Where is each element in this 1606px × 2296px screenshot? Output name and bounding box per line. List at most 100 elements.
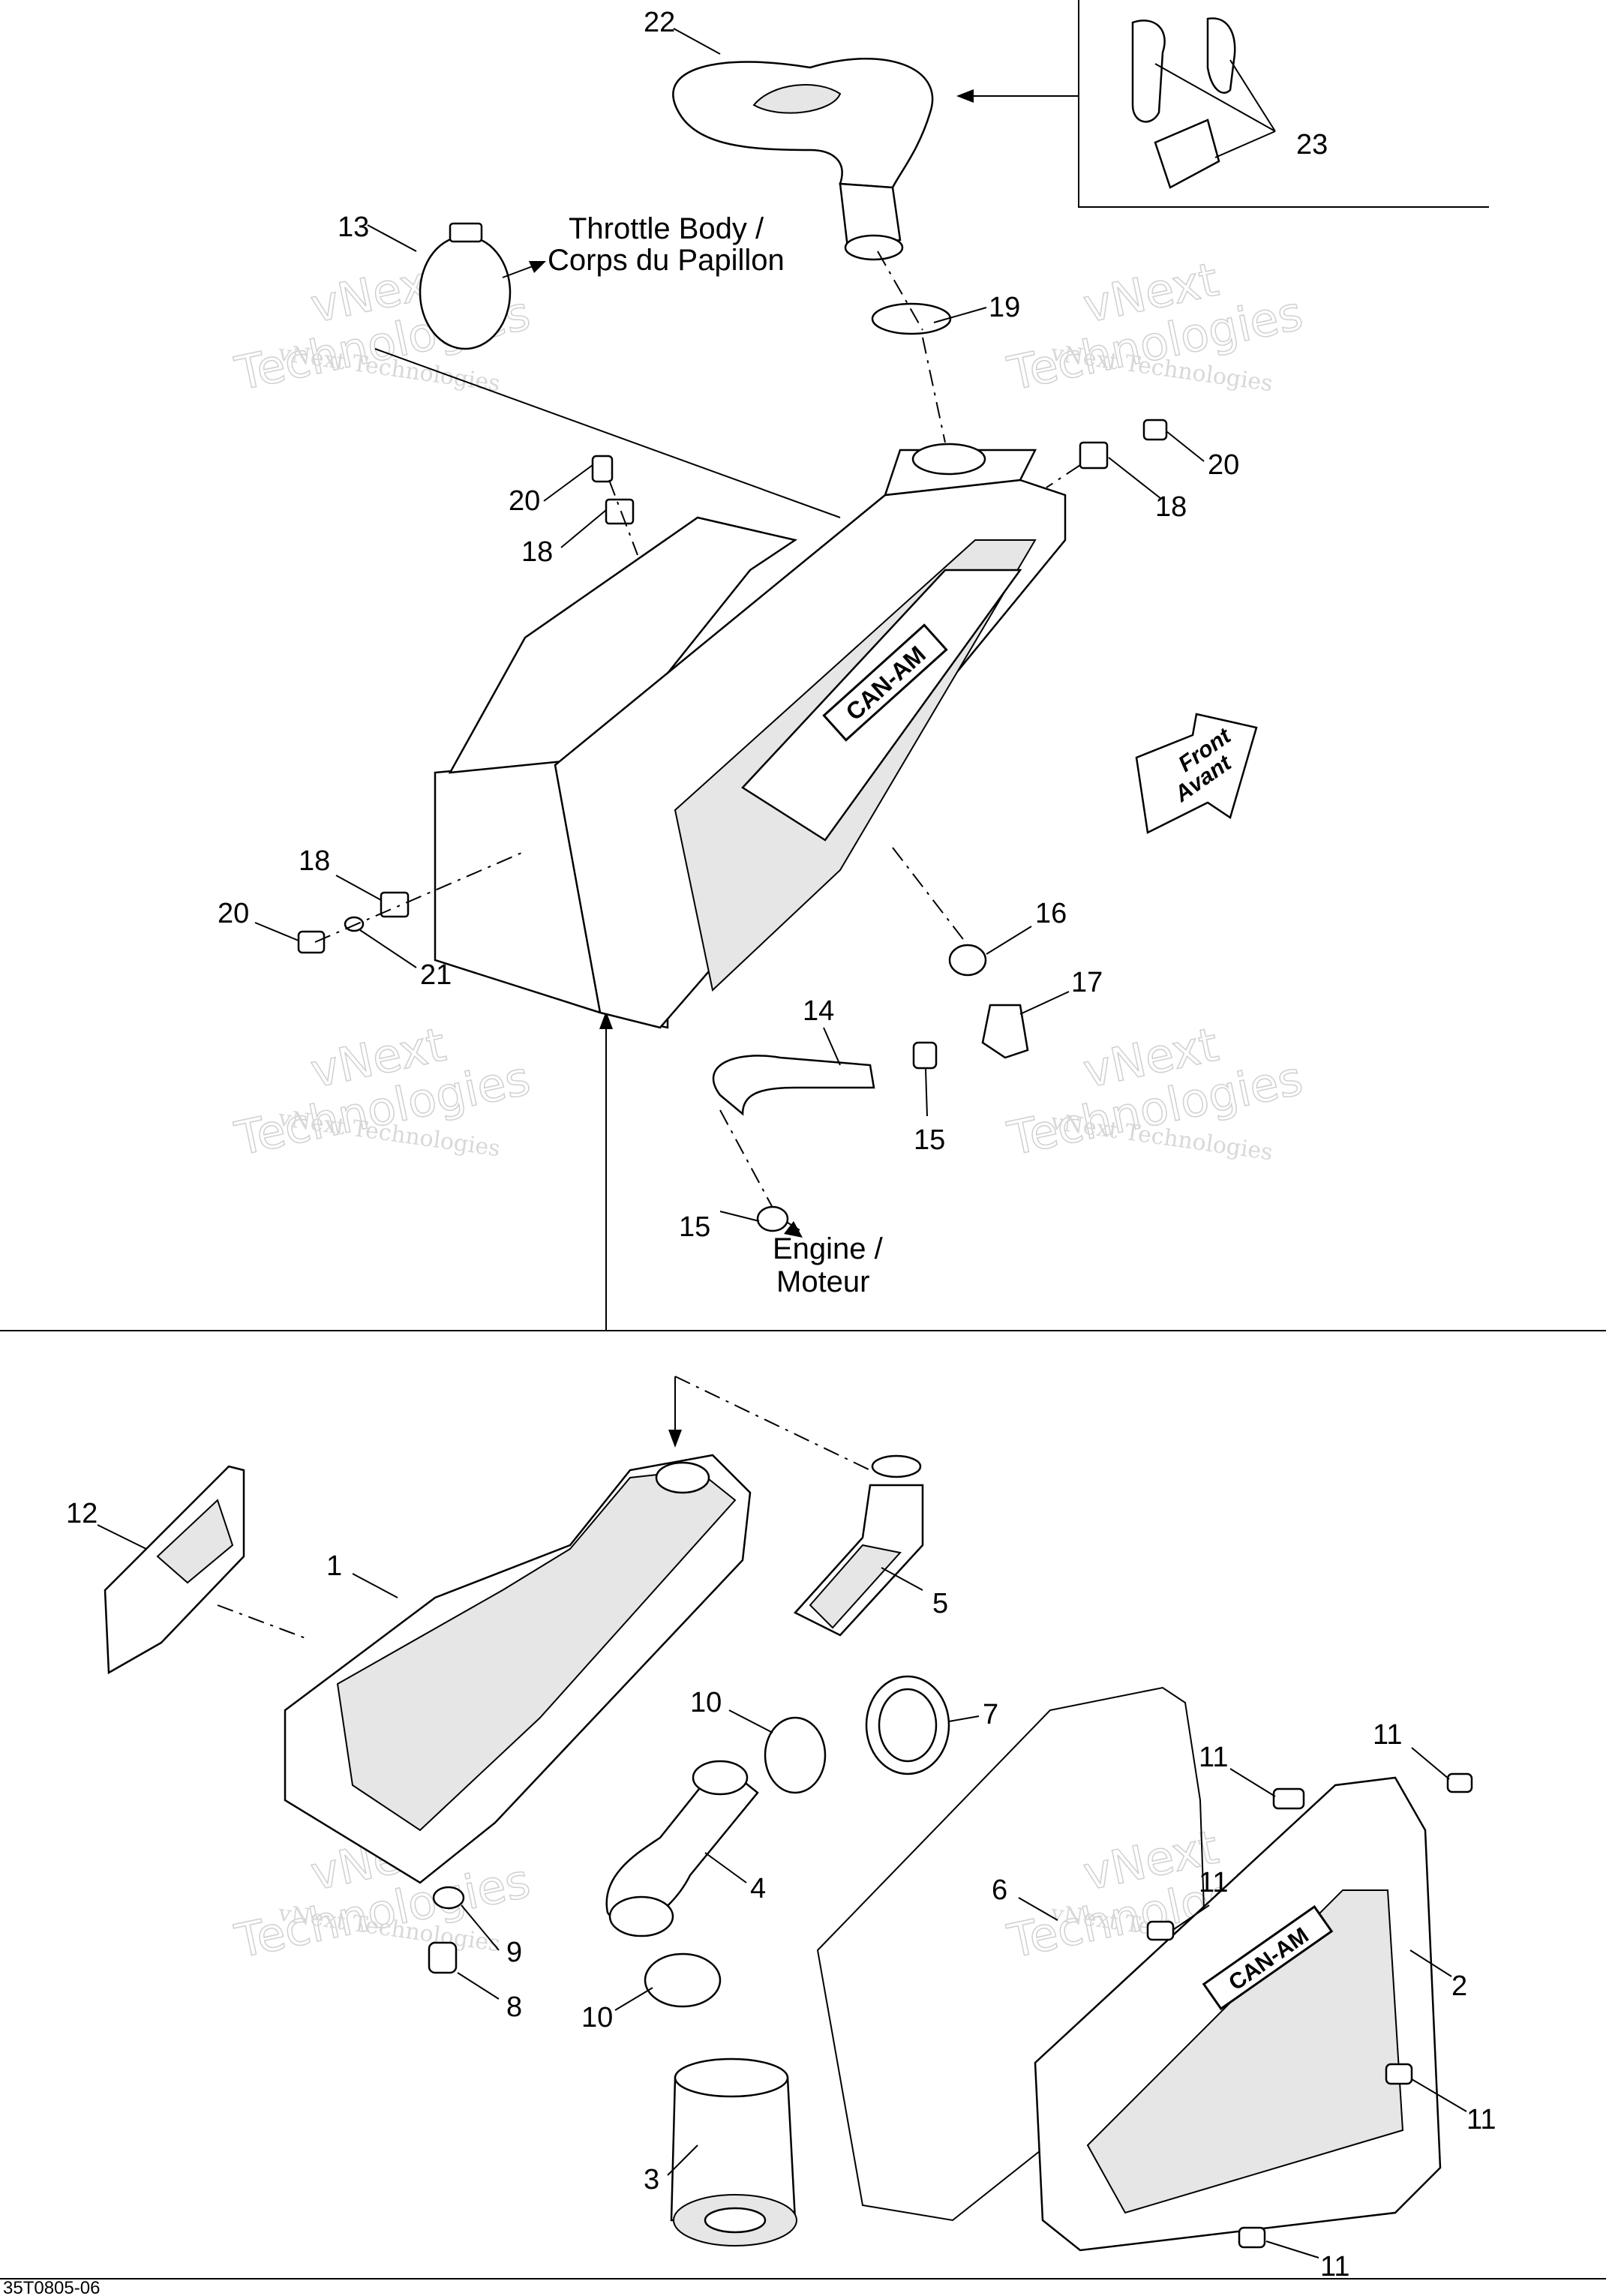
callout-11e: 11 <box>1320 2251 1349 2282</box>
callout-2: 2 <box>1451 1970 1467 2002</box>
arrowhead-22-inset <box>956 89 974 103</box>
note-engine: Engine / <box>773 1232 884 1265</box>
note-moteur: Moteur <box>776 1265 870 1298</box>
leader-lines <box>97 28 1467 2258</box>
part-airbox-assembly <box>434 443 1067 1029</box>
part-20-bolt-c <box>297 930 326 954</box>
part-21-washer <box>344 916 365 932</box>
callout-15b: 15 <box>679 1211 710 1243</box>
part-9-clamp-small <box>432 1886 465 1910</box>
callout-12: 12 <box>66 1498 98 1529</box>
callout-20b: 20 <box>1208 449 1239 481</box>
watermark-mid-right: vNext Technologies vNext Technologies <box>1002 1016 1307 1167</box>
part-16-grommet <box>948 944 987 977</box>
callout-7: 7 <box>983 1699 998 1730</box>
callout-17: 17 <box>1071 967 1103 998</box>
callout-14: 14 <box>803 995 834 1027</box>
part-15-clamp-b <box>756 1205 789 1232</box>
arrowhead-13-throttle <box>529 261 546 273</box>
callout-16: 16 <box>1035 898 1067 929</box>
part-18-nut-c <box>380 891 410 918</box>
axis-18a <box>608 479 638 556</box>
part-18-nut-a <box>605 498 635 525</box>
callout-11c: 11 <box>1199 1867 1228 1898</box>
part-6-gasket <box>816 1686 1209 2222</box>
watermark-mid-left: vNext Technologies vNext Technologies <box>230 1016 535 1167</box>
drawing-code: 35T0805-06 <box>3 2278 100 2296</box>
callout-numbers: 22 23 13 19 20 18 20 18 18 20 21 16 17 1… <box>66 7 1496 2282</box>
part-10-clamp-upper <box>764 1716 827 1794</box>
callout-3: 3 <box>644 2164 659 2195</box>
axis-18b <box>1046 464 1081 488</box>
part-15-clamp-a <box>912 1041 938 1070</box>
connector-arrowhead <box>599 1011 613 1029</box>
callout-19: 19 <box>989 292 1020 323</box>
callout-11d: 11 <box>1466 2104 1496 2135</box>
part-3-air-filter <box>670 2057 797 2246</box>
callout-20a: 20 <box>509 485 540 517</box>
callout-21: 21 <box>420 959 452 991</box>
part-8-cap <box>428 1941 458 1974</box>
part-17-elbow <box>981 1004 1029 1059</box>
arrow-13-throttle <box>502 266 533 278</box>
part-23-seals <box>1131 17 1236 189</box>
part-2-cover <box>1034 1776 1442 2252</box>
callout-10a: 10 <box>690 1687 722 1718</box>
part-22-intake-tube <box>672 58 934 261</box>
part-18-nut-b <box>1079 441 1109 470</box>
callout-11b: 11 <box>1373 1719 1402 1751</box>
callout-1: 1 <box>326 1550 342 1582</box>
callout-18c: 18 <box>299 845 330 877</box>
part-11-clip-e <box>1238 2226 1266 2249</box>
callout-4: 4 <box>750 1873 766 1904</box>
part-13-clamp <box>419 222 512 350</box>
part-14-hose <box>712 1055 875 1116</box>
front-direction-arrow: Front Avant <box>1135 713 1258 834</box>
notes: Throttle Body / Corps du Papillon Engine… <box>3 212 884 2296</box>
part-20-bolt-a <box>591 455 614 483</box>
arrowhead-engine <box>784 1221 803 1238</box>
note-throttle-body: Throttle Body / <box>569 212 764 245</box>
callout-5: 5 <box>932 1588 948 1619</box>
callout-15a: 15 <box>914 1124 945 1156</box>
inset-frame-23 <box>1078 0 1489 208</box>
note-corps-papillon: Corps du Papillon <box>548 244 785 277</box>
axis-18c <box>314 851 526 943</box>
part-20-bolt-b <box>1142 419 1168 441</box>
leader-23a <box>1154 63 1276 132</box>
axis-15 <box>719 1109 773 1208</box>
axis-12 <box>217 1604 308 1640</box>
part-4-duct <box>605 1760 759 1937</box>
axis-5 <box>674 1376 871 1471</box>
arrow-5-head <box>668 1430 682 1448</box>
axis-16 <box>892 847 968 946</box>
callout-18a: 18 <box>521 536 553 568</box>
leader-13-to-box <box>374 348 841 518</box>
part-19-clamp <box>871 302 952 335</box>
axis-19 <box>877 251 923 331</box>
part-11-clip-c <box>1146 1920 1175 1941</box>
part-11-clip-b <box>1446 1772 1473 1793</box>
callout-20c: 20 <box>218 898 249 929</box>
callout-22: 22 <box>644 7 675 38</box>
callout-9: 9 <box>506 1937 522 1968</box>
callout-13: 13 <box>338 212 369 243</box>
callout-23: 23 <box>1296 129 1328 161</box>
axis-19b <box>922 337 946 443</box>
part-1-airbox-base <box>284 1454 752 1884</box>
callout-11a: 11 <box>1199 1742 1228 1773</box>
leader-23c <box>1214 131 1276 158</box>
callout-6: 6 <box>992 1874 1007 1906</box>
part-11-clip-a <box>1272 1787 1305 1810</box>
callout-8: 8 <box>506 1991 522 2023</box>
part-10-clamp-lower <box>644 1952 722 2008</box>
part-11-clip-d <box>1385 2063 1413 2085</box>
part-12-heat-shield <box>104 1465 245 1675</box>
callout-10b: 10 <box>581 2002 613 2033</box>
callout-18b: 18 <box>1155 491 1187 523</box>
leader-23b <box>1229 59 1276 132</box>
part-7-adapter <box>865 1675 950 1775</box>
part-5-intake-elbow <box>793 1454 924 1637</box>
watermark-top-right: vNext Technologies vNext Technologies <box>1002 251 1307 402</box>
